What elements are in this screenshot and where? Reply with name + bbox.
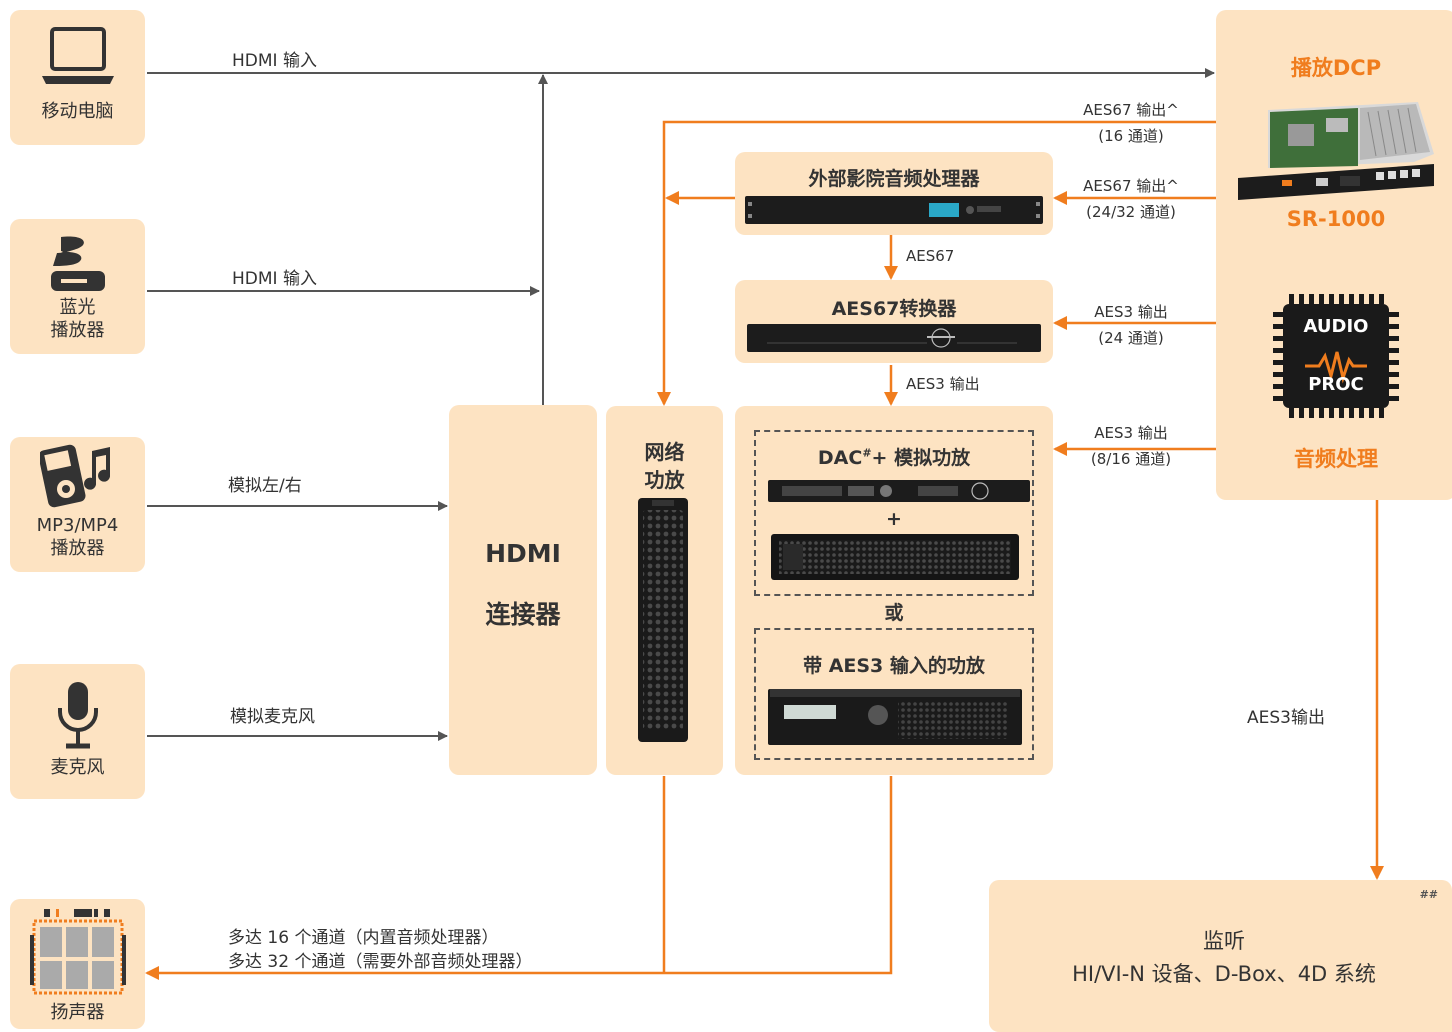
dac-title: DAC#+ 模拟功放	[735, 443, 1053, 470]
label-aes3-816-b: (8/16 通道)	[1090, 450, 1172, 468]
label-aes67-16-b: (16 通道)	[1098, 127, 1164, 145]
label-analog-lr: 模拟左/右	[228, 476, 302, 496]
mp3-label-1: MP3/MP4	[36, 515, 119, 536]
plus-sign: +	[886, 508, 902, 530]
chip-label-2: PROC	[1308, 374, 1364, 395]
mp3-box: MP3/MP4 播放器	[10, 437, 145, 572]
ext-processor-box: 外部影院音频处理器	[735, 152, 1053, 235]
audio-proc-label: 音频处理	[1294, 447, 1378, 471]
monitor-box: ## 监听 HI/VI-N 设备、D-Box、4D 系统	[989, 880, 1452, 1032]
label-aes67-16-a: AES67 输出^	[1083, 101, 1179, 119]
network-amp-title-1: 网络	[644, 440, 685, 464]
label-hdmi-in-1: HDMI 输入	[232, 51, 317, 71]
bluray-label-1: 蓝光	[59, 297, 96, 318]
dac-title-sup: #	[862, 446, 872, 460]
network-amp-box: 网络 功放	[606, 406, 723, 775]
speaker-box: 扬声器	[10, 899, 145, 1029]
laptop-label: 移动电脑	[41, 101, 114, 122]
line-aes67-16	[657, 120, 1216, 406]
label-aes3-816-a: AES3 输出	[1094, 424, 1168, 442]
amplifier-options-box: DAC#+ 模拟功放 + 或 带 AES3 输入的功放	[735, 406, 1053, 775]
laptop-icon	[42, 27, 114, 84]
dac-title-a: DAC	[817, 447, 863, 469]
label-aes3-24-b: (24 通道)	[1098, 329, 1164, 347]
sr1000-device-image	[1238, 102, 1434, 200]
label-hdmi-in-2: HDMI 输入	[232, 269, 317, 289]
aes3-amp-device-image	[768, 689, 1022, 745]
label-aes3-out-mid: AES3 输出	[906, 375, 980, 393]
network-amp-device-image	[638, 498, 688, 742]
mp3-label-2: 播放器	[50, 538, 105, 559]
hdmi-connector-title-1: HDMI	[485, 539, 561, 568]
aes67-converter-box: AES67转换器	[735, 280, 1053, 363]
ext-processor-device-image	[745, 196, 1043, 224]
ext-processor-title: 外部影院音频处理器	[808, 168, 980, 190]
mic-box: 麦克风	[10, 664, 145, 799]
label-aes67-24-a: AES67 输出^	[1083, 177, 1179, 195]
mic-label: 麦克风	[50, 757, 105, 778]
or-label: 或	[884, 602, 904, 624]
hdmi-connector-title-2: 连接器	[485, 600, 561, 629]
label-aes3-24-a: AES3 输出	[1094, 303, 1168, 321]
label-speaker-2: 多达 32 个通道（需要外部音频处理器）	[228, 952, 533, 972]
line-amp2-down	[145, 776, 893, 980]
speaker-label: 扬声器	[50, 1002, 105, 1023]
bluray-icon	[51, 236, 105, 291]
hdmi-connector-box: HDMI 连接器	[449, 405, 597, 775]
label-aes3-monitor: AES3输出	[1247, 708, 1325, 728]
sr1000-label: SR-1000	[1286, 207, 1386, 231]
mp3-icon	[40, 444, 111, 508]
aes67-converter-title: AES67转换器	[831, 298, 957, 320]
analog-amp-device-image	[771, 534, 1019, 580]
label-aes67-24-b: (24/32 通道)	[1086, 203, 1176, 221]
speaker-layout-icon	[30, 909, 126, 995]
label-aes67: AES67	[906, 247, 955, 265]
audio-proc-chip-icon	[1273, 294, 1399, 418]
dac-device-image	[768, 480, 1030, 502]
label-analog-mic: 模拟麦克风	[230, 707, 315, 727]
laptop-box: 移动电脑	[10, 10, 145, 145]
monitor-title: 监听	[1203, 929, 1245, 953]
aes3-amp-title: 带 AES3 输入的功放	[803, 655, 985, 677]
aes3-amp-group	[754, 628, 1034, 760]
monitor-devices: HI/VI-N 设备、D-Box、4D 系统	[1072, 962, 1376, 986]
dcp-box: 播放DCP SR-1000	[1216, 10, 1452, 500]
dac-title-b: + 模拟功放	[871, 447, 971, 469]
dcp-title: 播放DCP	[1290, 56, 1382, 80]
microphone-icon	[58, 682, 98, 749]
label-speaker-1: 多达 16 个通道（内置音频处理器）	[228, 928, 499, 948]
dac-group	[754, 430, 1034, 596]
chip-label-1: AUDIO	[1303, 316, 1369, 337]
bluray-box: 蓝光 播放器	[10, 219, 145, 354]
network-amp-title-2: 功放	[644, 468, 685, 492]
bluray-label-2: 播放器	[50, 320, 105, 341]
aes67-converter-device-image	[747, 324, 1041, 352]
monitor-mark: ##	[1419, 888, 1438, 901]
